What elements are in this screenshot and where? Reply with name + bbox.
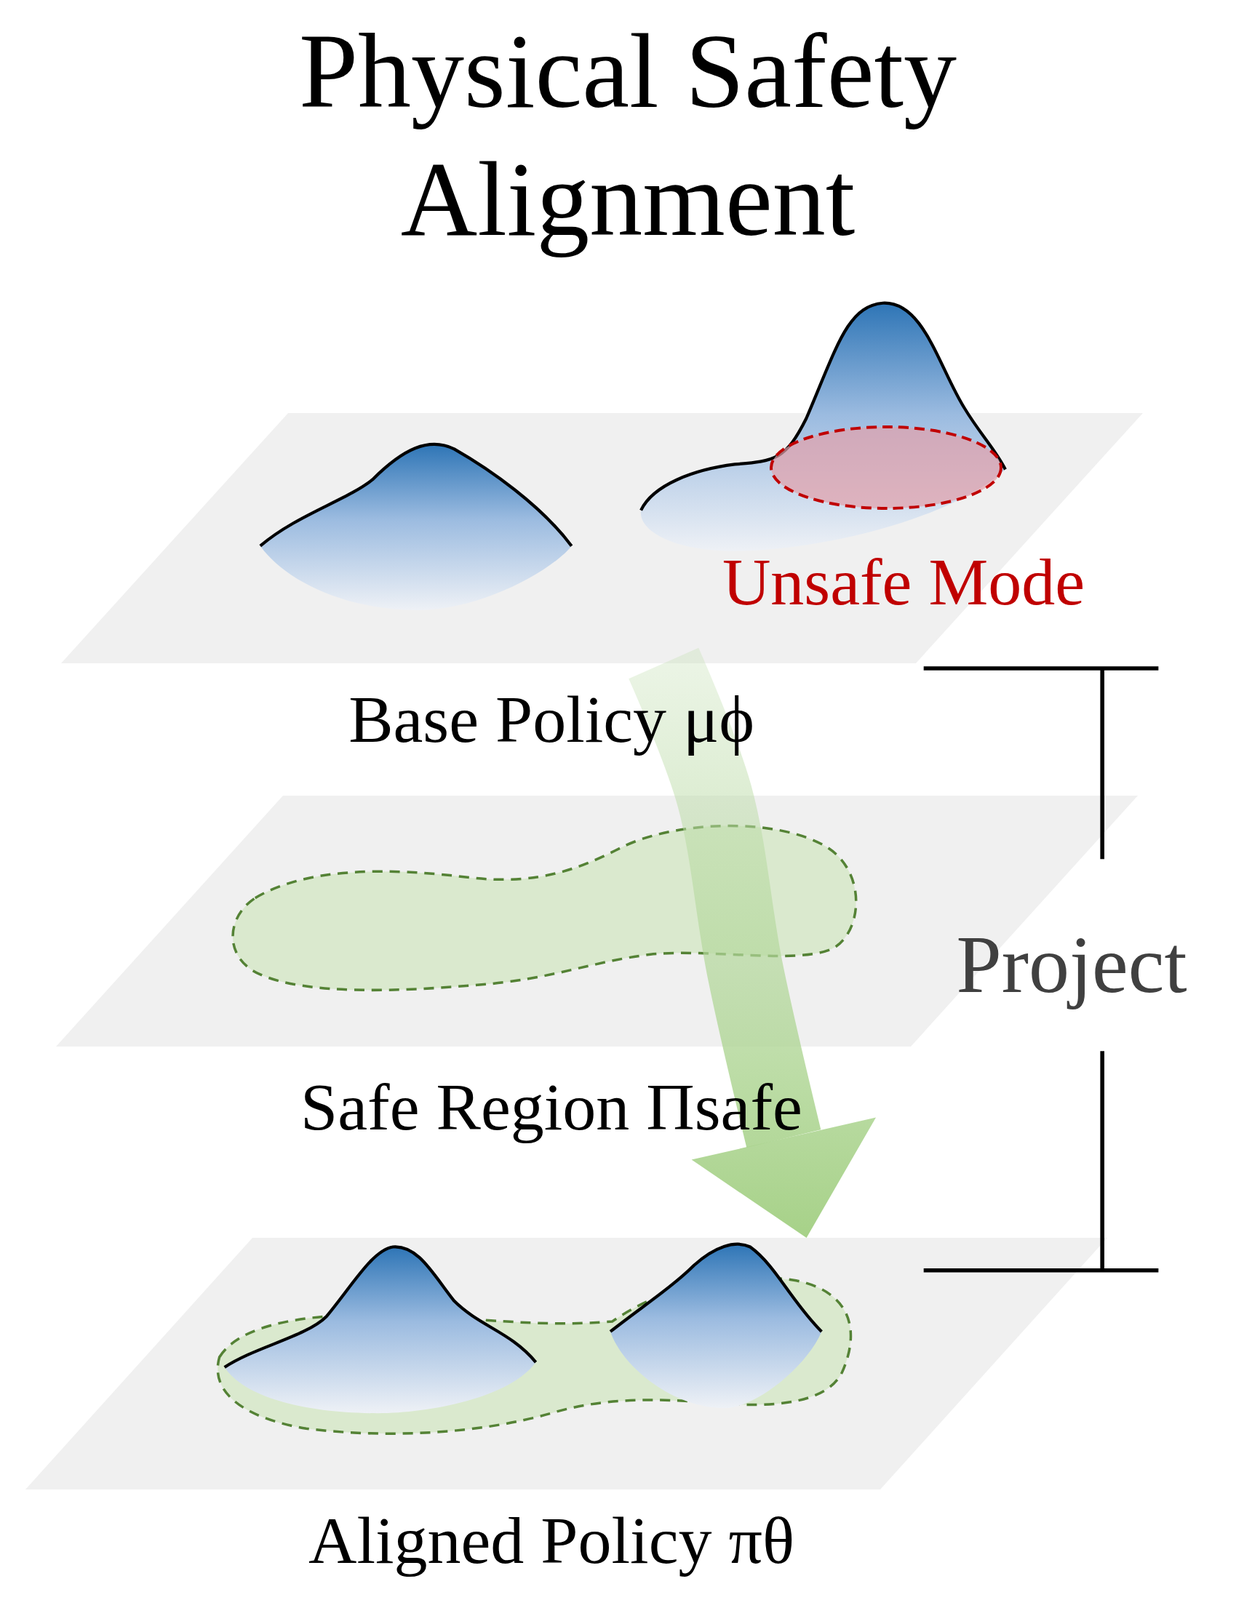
bracket-line: [1099, 1051, 1105, 1271]
ellipse-shape: [768, 424, 1004, 511]
unsafe-mode-ellipse: [771, 427, 1002, 509]
plane-label: Aligned Policy πθ: [114, 1502, 988, 1580]
diagram-title: Physical Safety Alignment: [191, 7, 1065, 264]
plane-parallelogram: [25, 1238, 1108, 1490]
plane-label: Base Policy μϕ: [114, 680, 988, 759]
mode-label: Unsafe Mode: [612, 543, 1195, 621]
policy-plane: Unsafe ModeBase Policy μϕ: [61, 413, 1143, 664]
unsafe-mode-region: Unsafe Mode: [768, 424, 1004, 511]
bracket-line: [923, 1268, 1159, 1274]
distribution-mode-outline: [640, 303, 1006, 511]
plane-label: Safe Region Πsafe: [114, 1068, 988, 1146]
plane-parallelogram: [61, 413, 1143, 664]
bracket-label: Project: [926, 918, 1218, 1012]
bracket-line: [1099, 668, 1105, 860]
bracket-line: [923, 666, 1159, 671]
